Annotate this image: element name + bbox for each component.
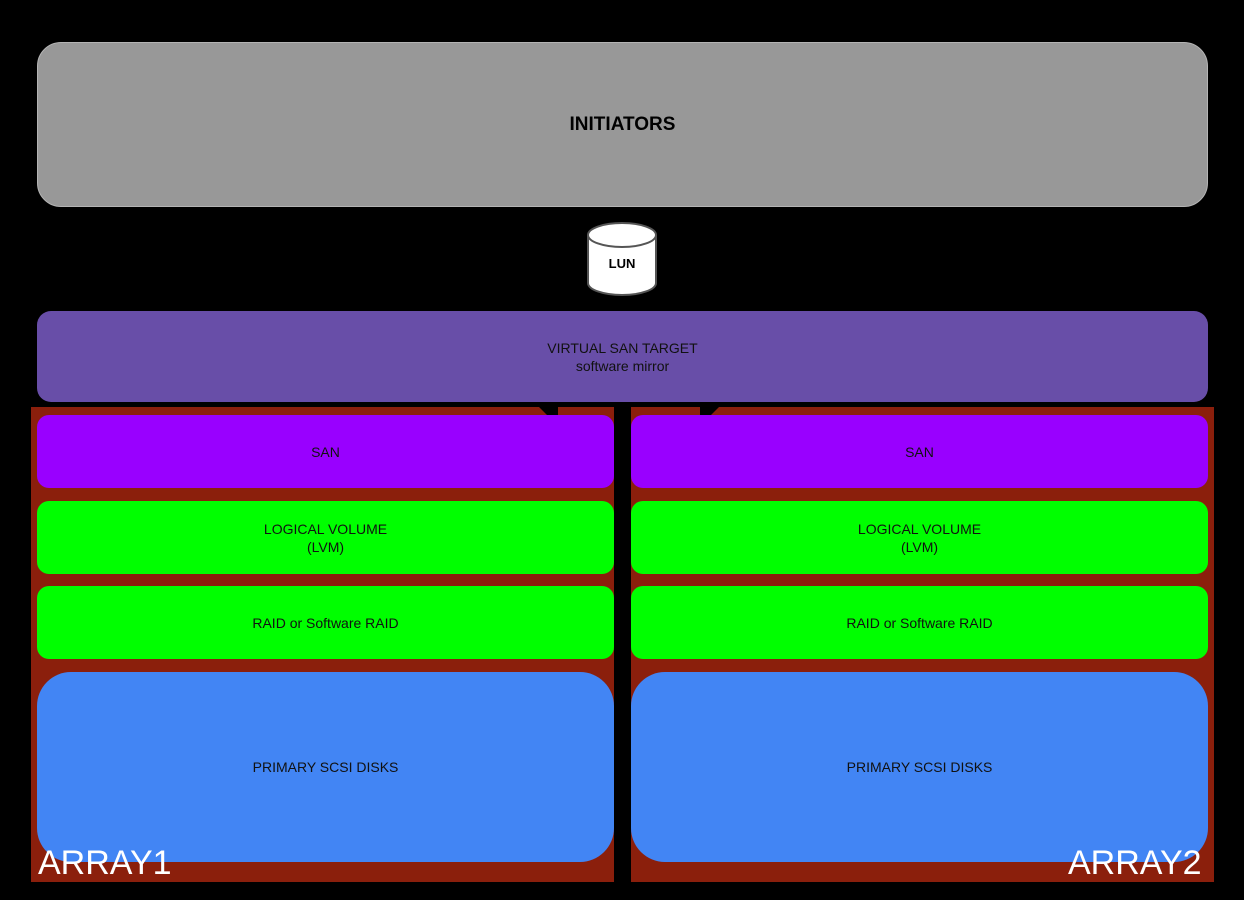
virtual-san-target-box: VIRTUAL SAN TARGET software mirror (37, 311, 1208, 402)
array1-lvm-line1: LOGICAL VOLUME (263, 520, 388, 537)
initiators-box: INITIATORS (37, 42, 1208, 207)
array2-connector (700, 402, 724, 416)
array2-raid-layer: RAID or Software RAID (631, 586, 1208, 659)
array1-raid-layer: RAID or Software RAID (37, 586, 614, 659)
virtual-san-title: VIRTUAL SAN TARGET (547, 339, 698, 356)
array1-san-layer: SAN (37, 415, 614, 488)
array1-san-label: SAN (311, 443, 340, 460)
lun-label: LUN (608, 256, 636, 271)
array2-logical-volume-layer: LOGICAL VOLUME (LVM) (631, 501, 1208, 574)
array1-label: ARRAY1 (38, 844, 172, 882)
array2-disks-label: PRIMARY SCSI DISKS (846, 759, 993, 775)
array1-disks-layer: PRIMARY SCSI DISKS (37, 672, 614, 862)
array2-san-label: SAN (905, 443, 934, 460)
array2-raid-label: RAID or Software RAID (846, 614, 993, 631)
array1-logical-volume-layer: LOGICAL VOLUME (LVM) (37, 501, 614, 574)
array2-label: ARRAY2 (1068, 844, 1202, 882)
array1-disks-label: PRIMARY SCSI DISKS (252, 759, 399, 775)
array2-san-layer: SAN (631, 415, 1208, 488)
initiators-label: INITIATORS (569, 113, 676, 135)
array1-lvm-line2: (LVM) (306, 538, 345, 555)
array2-disks-layer: PRIMARY SCSI DISKS (631, 672, 1208, 862)
array2-lvm-line2: (LVM) (900, 538, 939, 555)
array1-connector (534, 402, 558, 416)
array1-raid-label: RAID or Software RAID (252, 614, 399, 631)
virtual-san-subtitle: software mirror (575, 357, 670, 374)
lun-cylinder-icon (587, 222, 657, 296)
array2-lvm-line1: LOGICAL VOLUME (857, 520, 982, 537)
